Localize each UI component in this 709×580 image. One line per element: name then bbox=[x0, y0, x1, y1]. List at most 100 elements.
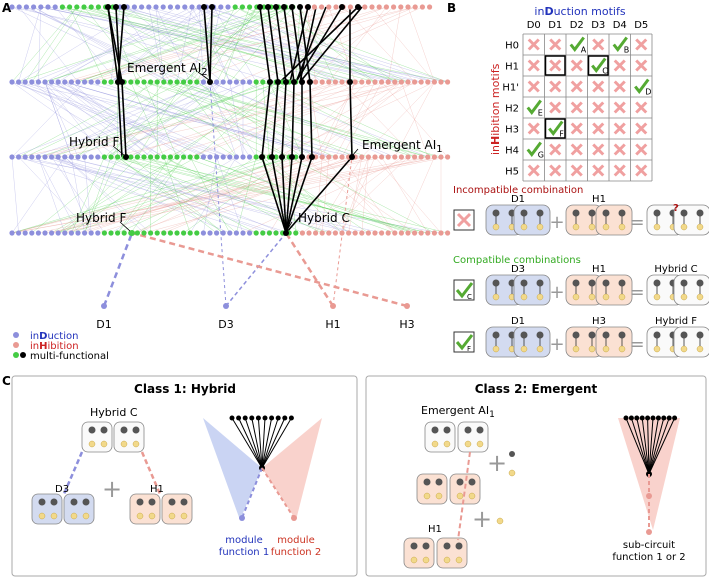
neuron-in bbox=[572, 223, 580, 231]
node bbox=[95, 79, 101, 85]
node bbox=[182, 4, 188, 10]
edge-faint bbox=[143, 156, 428, 234]
edge-faint bbox=[278, 6, 376, 83]
neuron bbox=[492, 209, 500, 217]
node bbox=[326, 154, 332, 160]
legend: inDuction inHibition multi-functional bbox=[13, 331, 109, 362]
fan-node bbox=[255, 415, 261, 421]
node bbox=[35, 230, 42, 236]
node bbox=[260, 79, 266, 85]
node bbox=[154, 79, 160, 85]
node bbox=[253, 230, 259, 236]
edge-faint bbox=[196, 156, 409, 234]
neuron-in bbox=[148, 512, 156, 520]
network-edges bbox=[11, 6, 448, 308]
neuron-in bbox=[464, 440, 472, 448]
neuron-in bbox=[468, 492, 476, 500]
edge-multifunctional bbox=[279, 6, 359, 83]
node bbox=[225, 4, 231, 10]
neuron bbox=[70, 498, 78, 506]
edge-faint bbox=[117, 156, 184, 234]
neuron bbox=[132, 426, 140, 434]
c-h1b-label: H1 bbox=[428, 524, 442, 535]
node bbox=[42, 79, 48, 85]
neuron bbox=[696, 331, 704, 339]
edge-faint bbox=[235, 6, 409, 83]
node bbox=[438, 230, 444, 236]
class2-title: Class 2: Emergent bbox=[475, 382, 598, 396]
node bbox=[398, 79, 404, 85]
edge-faint bbox=[105, 6, 336, 83]
edge-faint bbox=[203, 156, 217, 234]
highlight-box bbox=[544, 118, 566, 139]
fan-node bbox=[242, 415, 248, 421]
edge-faint bbox=[51, 81, 191, 158]
edge-faint bbox=[190, 6, 257, 83]
combo-label: D1 bbox=[511, 316, 525, 327]
legend-dot-blue bbox=[13, 332, 19, 338]
neuron bbox=[696, 279, 704, 287]
neuron bbox=[443, 426, 451, 434]
edge-faint bbox=[216, 6, 258, 83]
node bbox=[339, 154, 345, 160]
edge-faint bbox=[11, 81, 211, 158]
edge-multifunctional bbox=[299, 6, 317, 83]
edge-faint bbox=[71, 156, 178, 234]
edge-faint bbox=[127, 6, 356, 83]
edge-multifunctional bbox=[299, 6, 363, 83]
edge-faint bbox=[26, 6, 184, 83]
neuron-in bbox=[696, 293, 704, 301]
node bbox=[115, 230, 121, 236]
edge-faint bbox=[328, 6, 387, 83]
edge-faint bbox=[341, 156, 396, 234]
node bbox=[412, 230, 418, 236]
node bbox=[194, 79, 200, 85]
edge-faint bbox=[77, 81, 151, 158]
neuron-in bbox=[618, 293, 626, 301]
c-plus-2: + bbox=[487, 449, 507, 477]
cross-icon bbox=[549, 101, 562, 114]
cross-icon bbox=[570, 80, 583, 93]
edge-faint bbox=[401, 156, 435, 234]
neuron bbox=[680, 331, 688, 339]
edge-faint bbox=[130, 156, 356, 234]
neuron bbox=[536, 209, 544, 217]
node bbox=[332, 79, 338, 85]
edge-faint bbox=[308, 6, 394, 83]
neuron bbox=[476, 426, 484, 434]
edge-faint bbox=[31, 6, 85, 83]
check-tag: G bbox=[538, 151, 544, 160]
equals: = bbox=[629, 334, 644, 355]
edge-faint bbox=[302, 156, 402, 234]
node bbox=[227, 154, 233, 160]
node bbox=[431, 230, 437, 236]
node bbox=[431, 154, 437, 160]
row-header: H1 bbox=[505, 62, 519, 73]
input-label-h1: H1 bbox=[325, 318, 340, 331]
neuron bbox=[410, 542, 418, 550]
node-multifunctional bbox=[269, 154, 275, 160]
edge-faint bbox=[110, 81, 290, 158]
node bbox=[88, 4, 94, 10]
c-plus-3: + bbox=[472, 505, 492, 533]
cross-icon bbox=[613, 101, 626, 114]
node bbox=[319, 154, 325, 160]
node bbox=[16, 79, 22, 85]
node bbox=[62, 230, 68, 236]
neuron bbox=[653, 331, 661, 339]
neuron bbox=[82, 498, 90, 506]
edge-faint bbox=[19, 6, 277, 83]
highlight-box bbox=[587, 55, 609, 76]
edge-faint bbox=[110, 81, 165, 158]
edge-faint bbox=[183, 81, 237, 158]
node bbox=[385, 230, 391, 236]
node bbox=[187, 154, 193, 160]
edge-faint bbox=[148, 6, 165, 83]
node-multifunctional bbox=[123, 154, 129, 160]
combo-result: Hybrid F bbox=[655, 316, 697, 327]
edge-multifunctional bbox=[107, 6, 119, 83]
edge-faint bbox=[11, 156, 442, 234]
edge-multifunctional bbox=[209, 6, 213, 83]
